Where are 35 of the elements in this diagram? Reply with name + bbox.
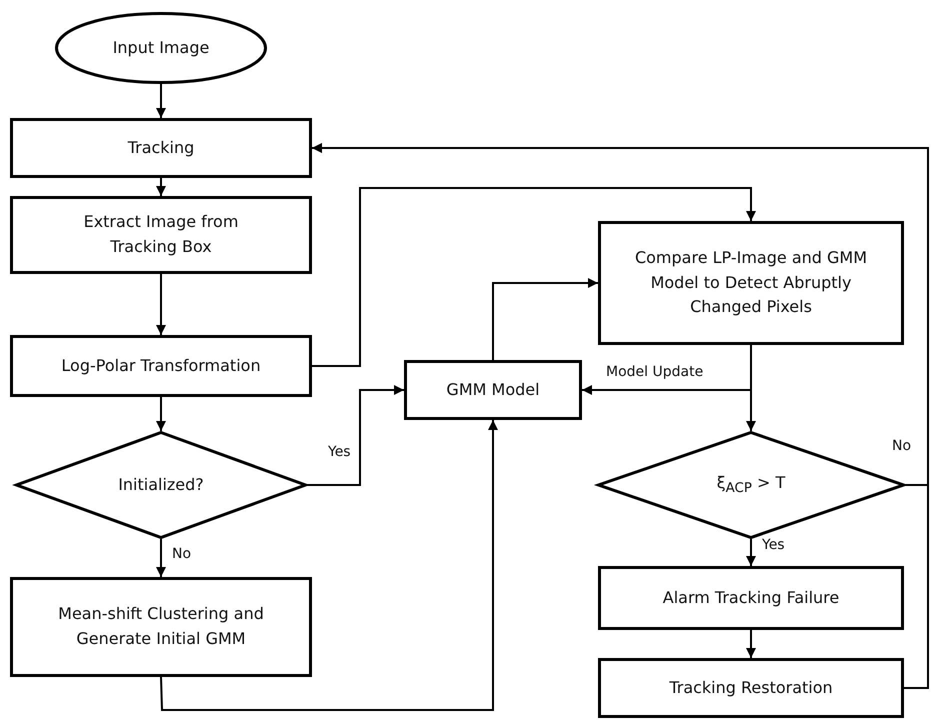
process-box xyxy=(10,577,312,677)
process-box xyxy=(10,196,312,274)
node-label: Tracking Restoration xyxy=(668,676,834,699)
process-box xyxy=(404,360,582,420)
arrow xyxy=(156,274,166,335)
node-label: Alarm Tracking Failure xyxy=(662,586,840,609)
decision-diamond xyxy=(15,431,307,539)
node-label: Input Image xyxy=(112,36,210,59)
arrow xyxy=(156,539,166,577)
node-label: Compare LP-Image and GMM Model to Detect Abruptly Changed Pixels xyxy=(634,246,868,318)
arrow xyxy=(492,278,598,360)
process-box xyxy=(598,658,904,718)
arrow xyxy=(582,345,752,395)
node-label: Extract Image from Tracking Box xyxy=(82,211,240,258)
arrow xyxy=(312,143,929,689)
process-box xyxy=(10,118,312,178)
process-box xyxy=(598,566,904,630)
process-box xyxy=(10,335,312,397)
arrow xyxy=(160,420,498,711)
arrow xyxy=(307,385,404,486)
arrow xyxy=(156,84,166,118)
arrow xyxy=(746,630,756,658)
node-label: Initialized? xyxy=(117,474,205,496)
node-label: ξ$_{ACP}$ > T xyxy=(716,472,786,498)
node-label: Log-Polar Transformation xyxy=(60,354,262,377)
edge-label: Model Update xyxy=(604,364,706,380)
start-ellipse xyxy=(55,12,267,84)
arrow xyxy=(312,187,756,367)
node-label: Mean-shift Clustering and Generate Initial GMM xyxy=(57,603,265,650)
node-label: Tracking xyxy=(126,136,196,159)
arrow xyxy=(746,539,756,566)
arrow xyxy=(156,178,166,196)
arrow xyxy=(156,397,166,431)
node-label: GMM Model xyxy=(445,378,541,401)
process-box xyxy=(598,221,904,345)
